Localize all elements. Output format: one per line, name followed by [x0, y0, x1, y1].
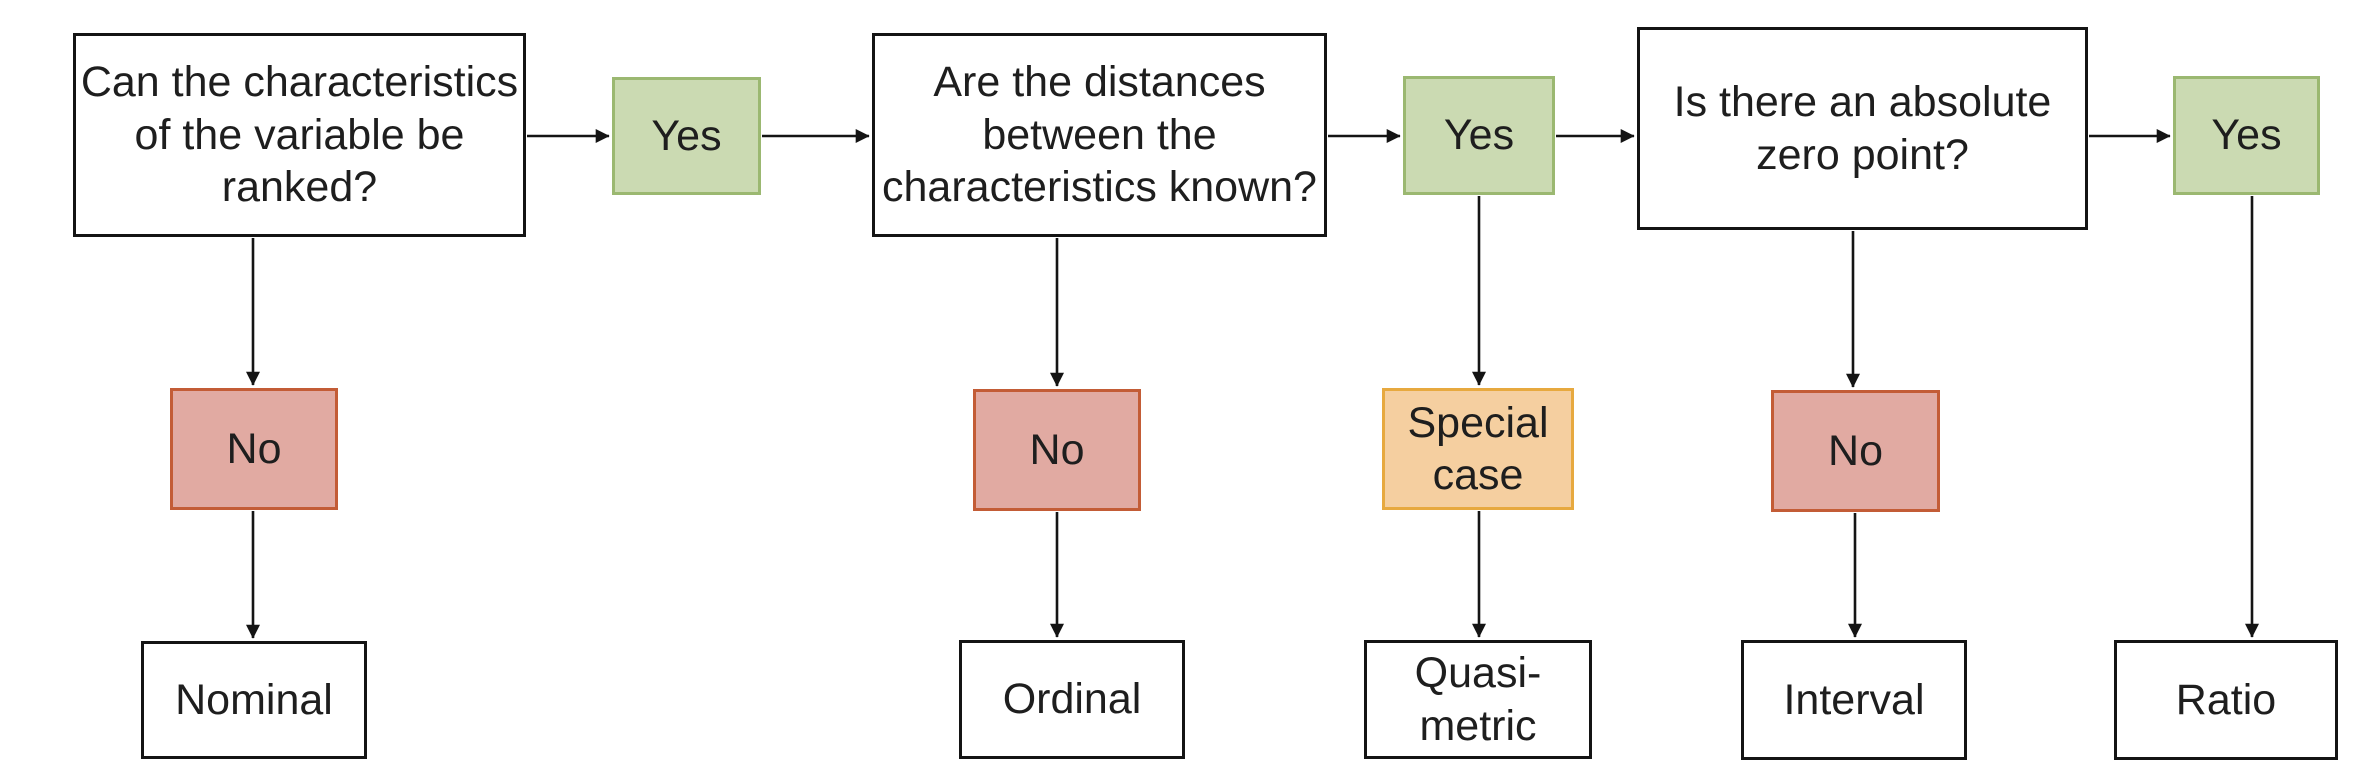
outcome-interval-box: Interval	[1741, 640, 1967, 760]
outcome-ratio-box: Ratio	[2114, 640, 2338, 760]
no-3-box: No	[1771, 390, 1940, 512]
outcome-quasi-metric-box: Quasi- metric	[1364, 640, 1592, 759]
no-1-box: No	[170, 388, 338, 510]
question-1-box: Can the characteristics of the variable …	[73, 33, 526, 237]
yes-3-box: Yes	[2173, 76, 2320, 195]
question-2-box: Are the distances between the characteri…	[872, 33, 1327, 237]
special-case-box: Special case	[1382, 388, 1574, 510]
outcome-ordinal-box: Ordinal	[959, 640, 1185, 759]
yes-2-box: Yes	[1403, 76, 1555, 195]
outcome-nominal-box: Nominal	[141, 641, 367, 759]
yes-1-box: Yes	[612, 77, 761, 195]
no-2-box: No	[973, 389, 1141, 511]
question-3-box: Is there an absolute zero point?	[1637, 27, 2088, 230]
